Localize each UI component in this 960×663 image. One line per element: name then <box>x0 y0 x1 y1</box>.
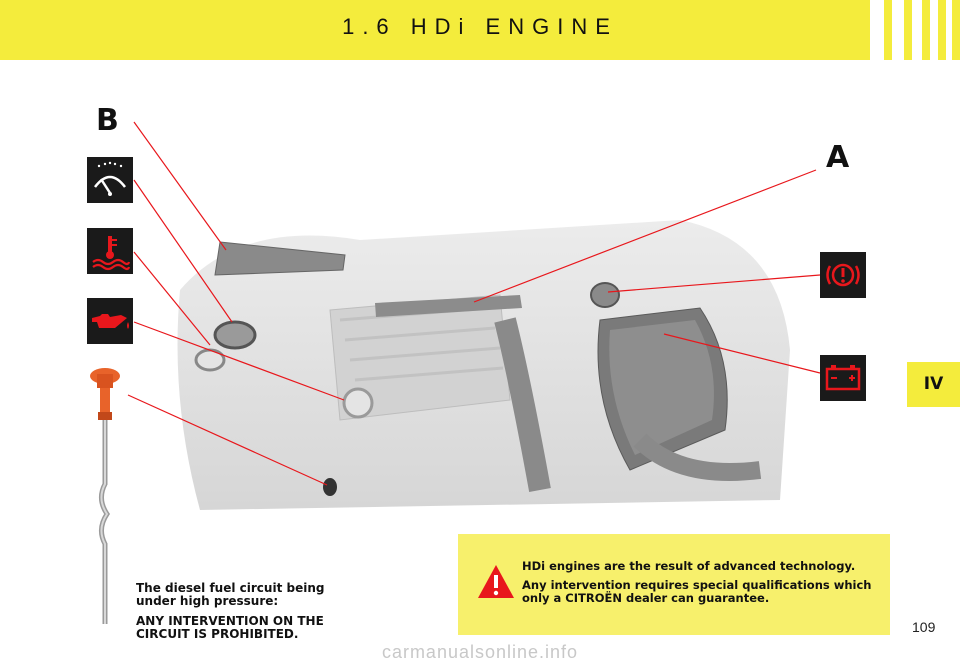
oil-level-icon <box>87 298 133 344</box>
engine-illustration <box>177 220 790 510</box>
header-stripes <box>870 0 960 60</box>
fuel-note-line2: ANY INTERVENTION ON THE CIRCUIT IS PROHI… <box>136 614 324 641</box>
page-title: 1.6 HDi ENGINE <box>342 14 618 39</box>
warning-text: HDi engines are the result of advanced t… <box>522 560 886 611</box>
section-tab[interactable]: IV <box>907 362 960 407</box>
callout-b: B <box>96 103 119 138</box>
battery-icon <box>820 355 866 401</box>
warning-line1: HDi engines are the result of advanced t… <box>522 559 856 573</box>
page-number: 109 <box>912 619 936 635</box>
page-header: 1.6 HDi ENGINE <box>0 0 960 60</box>
dipstick-icon <box>90 368 120 624</box>
warning-line2: Any intervention requires special qualif… <box>522 578 872 605</box>
warning-box <box>458 534 890 635</box>
fuel-circuit-note: The diesel fuel circuit being under high… <box>136 582 360 648</box>
coolant-temperature-icon <box>87 228 133 274</box>
section-tab-label: IV <box>923 374 944 394</box>
brake-fluid-icon <box>820 252 866 298</box>
callout-a: A <box>826 140 850 175</box>
fuel-note-line1: The diesel fuel circuit being under high… <box>136 581 325 608</box>
watermark: carmanualsonline.info <box>381 642 579 662</box>
warning-triangle-icon <box>478 565 514 598</box>
windscreen-washer-icon <box>87 157 133 203</box>
